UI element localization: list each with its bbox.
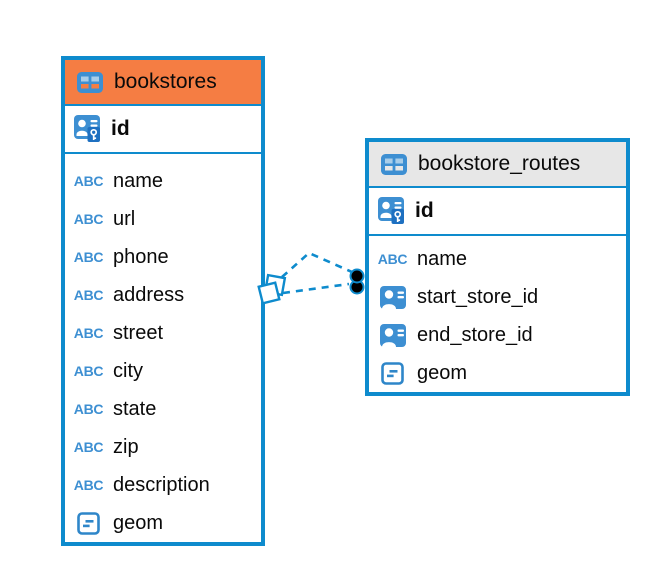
column-row-name[interactable]: ABC name [65, 162, 261, 200]
column-name: name [417, 247, 468, 270]
column-row-description[interactable]: ABC description [65, 466, 261, 504]
table-header-bookstore-routes[interactable]: bookstore_routes [369, 142, 626, 188]
column-name: city [113, 359, 143, 382]
text-type-icon: ABC [73, 477, 104, 493]
column-row-zip[interactable]: ABC zip [65, 428, 261, 466]
column-name: zip [113, 435, 139, 458]
column-name: address [113, 283, 185, 306]
column-row-url[interactable]: ABC url [65, 200, 261, 238]
relationship-line-lower[interactable] [282, 282, 350, 295]
table-name: bookstores [114, 70, 217, 93]
column-name: id [111, 117, 130, 140]
column-row-state[interactable]: ABC state [65, 390, 261, 428]
column-name: phone [113, 245, 169, 268]
column-name: url [113, 207, 136, 230]
column-name: state [113, 397, 157, 420]
column-row-start-store-id[interactable]: start_store_id [369, 278, 626, 316]
column-row-street[interactable]: ABC street [65, 314, 261, 352]
text-type-icon: ABC [73, 173, 104, 189]
entity-table-bookstore-routes[interactable]: bookstore_routes id ABC name start_store… [365, 138, 630, 396]
table-header-bookstores[interactable]: bookstores [65, 60, 261, 106]
column-name: geom [417, 361, 468, 384]
text-type-icon: ABC [73, 439, 104, 455]
column-name: end_store_id [417, 323, 533, 346]
primary-key-icon [72, 115, 103, 143]
geometry-type-icon [377, 362, 408, 385]
column-row-geom[interactable]: geom [369, 354, 626, 392]
text-type-icon: ABC [73, 363, 104, 379]
reference-type-icon [377, 286, 408, 309]
column-name: description [113, 473, 210, 496]
text-type-icon: ABC [73, 401, 104, 417]
text-type-icon: ABC [73, 287, 104, 303]
table-icon [74, 72, 105, 93]
column-row-city[interactable]: ABC city [65, 352, 261, 390]
column-row-id[interactable]: id [369, 188, 626, 236]
column-name: id [415, 199, 434, 222]
relationship-line-upper[interactable] [281, 251, 353, 278]
entity-table-bookstores[interactable]: bookstores id ABC name ABC url ABC phone… [61, 56, 265, 546]
column-row-end-store-id[interactable]: end_store_id [369, 316, 626, 354]
column-name: geom [113, 511, 164, 534]
text-type-icon: ABC [73, 211, 104, 227]
column-list: ABC name ABC url ABC phone ABC address A… [65, 154, 261, 542]
geometry-type-icon [73, 512, 104, 535]
column-row-id[interactable]: id [65, 106, 261, 154]
column-row-address[interactable]: ABC address [65, 276, 261, 314]
reference-type-icon [377, 324, 408, 347]
column-list: ABC name start_store_id end_store_id ge [369, 236, 626, 392]
relationship-target-marker[interactable] [349, 268, 365, 295]
table-icon [378, 154, 409, 175]
table-name: bookstore_routes [418, 152, 581, 175]
text-type-icon: ABC [73, 249, 104, 265]
text-type-icon: ABC [73, 325, 104, 341]
column-row-phone[interactable]: ABC phone [65, 238, 261, 276]
primary-key-icon [376, 197, 407, 225]
column-row-name[interactable]: ABC name [369, 240, 626, 278]
column-name: name [113, 169, 164, 192]
column-name: street [113, 321, 164, 344]
column-name: start_store_id [417, 285, 539, 308]
text-type-icon: ABC [377, 251, 408, 267]
column-row-geom[interactable]: geom [65, 504, 261, 542]
